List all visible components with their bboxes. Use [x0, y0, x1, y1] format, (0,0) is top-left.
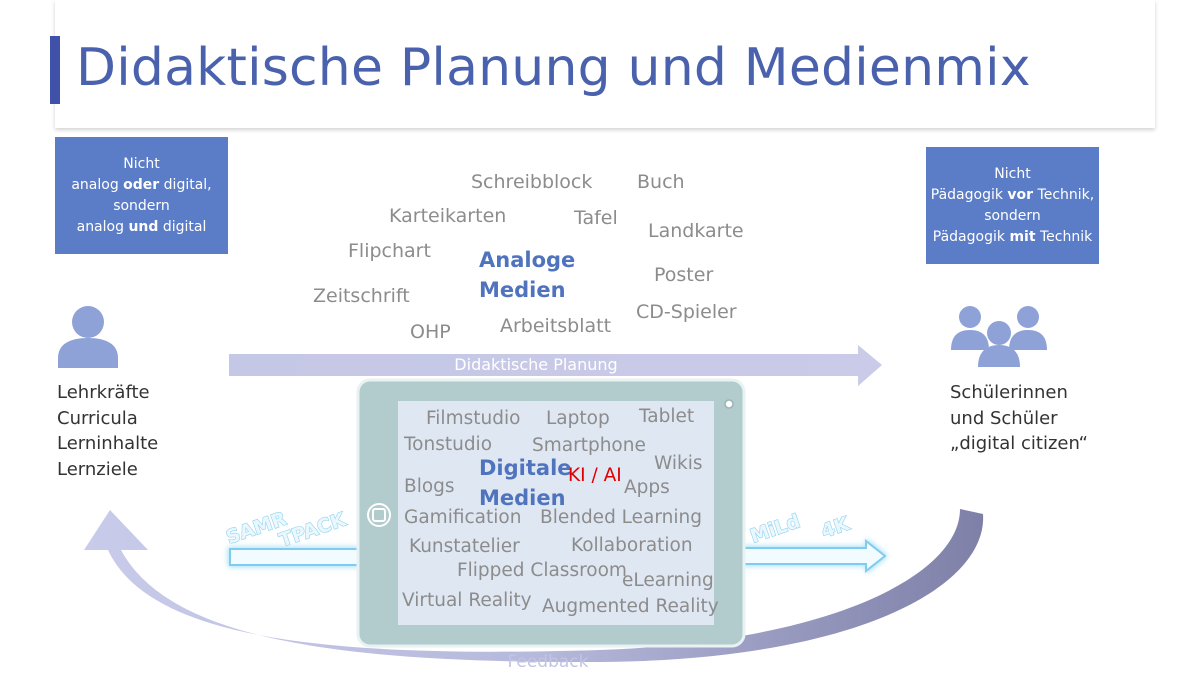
digital-word-apps: Apps	[624, 477, 670, 498]
analog-word-cd-spieler: CD-Spieler	[636, 301, 737, 323]
digital-word-tablet: Tablet	[639, 406, 695, 427]
right-box-line2: Pädagogik vor Technik,	[930, 186, 1095, 203]
mild-4k-arrow	[740, 538, 888, 574]
digital-word-augmented-reality: Augmented Reality	[542, 596, 719, 617]
right-box-line4: Pädagogik mit Technik	[932, 228, 1093, 245]
left-box-line2: analog oder digital,	[71, 176, 212, 193]
left-box-line4: analog und digital	[76, 218, 207, 235]
page-title: Didaktische Planung und Medienmix	[76, 38, 1031, 98]
analog-word-arbeitsblatt: Arbeitsblatt	[500, 315, 612, 337]
digital-word-kollaboration: Kollaboration	[571, 535, 693, 556]
tpack-label: TPACK	[276, 508, 349, 552]
samr-tpack-arrow	[228, 547, 361, 567]
mild-label: MiLd	[747, 510, 803, 547]
digital-word-tonstudio: Tonstudio	[404, 434, 493, 455]
digital-word-gamification: Gamification	[404, 507, 522, 528]
camera-icon	[724, 399, 734, 409]
analog-word-tafel: Tafel	[574, 207, 618, 229]
analog-word-landkarte: Landkarte	[648, 220, 744, 242]
feedback-label: Feedback	[508, 652, 589, 672]
digital-word-filmstudio: Filmstudio	[426, 408, 521, 429]
digital-word-smartphone: Smartphone	[532, 435, 646, 456]
digital-word-flipped-classroom: Flipped Classroom	[457, 560, 627, 581]
planning-arrow-label: Didaktische Planung	[454, 355, 617, 374]
digital-word-kunstatelier: Kunstatelier	[409, 536, 520, 557]
left-box-line3: sondern	[113, 197, 170, 214]
students-label: Schülerinnen und Schüler „digital citize…	[950, 382, 1088, 454]
analog-word-zeitschrift: Zeitschrift	[313, 285, 410, 307]
analog-word-buch: Buch	[637, 171, 685, 193]
planning-arrow	[229, 345, 882, 386]
teacher-label: Lehrkräfte Curricula Lerninhalte Lernzie…	[57, 382, 159, 480]
analog-word-flipchart: Flipchart	[348, 240, 431, 262]
ki-ai-label: KI / AI	[568, 465, 622, 486]
person-icon	[58, 306, 118, 368]
digital-word-blogs: Blogs	[404, 476, 455, 497]
left-box-line1: Nicht	[123, 155, 160, 172]
analog-word-ohp: OHP	[410, 321, 451, 343]
digital-word-laptop: Laptop	[546, 408, 610, 429]
digital-word-virtual-reality: Virtual Reality	[402, 590, 532, 611]
right-box-line3: sondern	[984, 207, 1041, 224]
fourk-label: 4K	[818, 512, 853, 542]
group-icon	[951, 306, 1047, 367]
title-accent-bar	[50, 36, 60, 104]
digital-media-heading: Digitale Medien	[479, 456, 572, 510]
analog-word-schreibblock: Schreibblock	[471, 171, 593, 193]
digital-word-wikis: Wikis	[654, 453, 703, 474]
right-info-box: Nicht Pädagogik vor Technik, sondern Päd…	[926, 147, 1099, 264]
digital-word-blended-learning: Blended Learning	[540, 507, 703, 528]
digital-word-elearning: eLearning	[622, 570, 714, 591]
home-button-icon	[367, 503, 391, 527]
right-box-line1: Nicht	[994, 165, 1031, 182]
tablet-device	[356, 378, 746, 648]
title-bar	[55, 0, 1155, 128]
analog-media-heading: Analoge Medien	[479, 248, 576, 302]
left-info-box: Nicht analog oder digital, sondern analo…	[55, 137, 228, 254]
analog-word-poster: Poster	[654, 264, 714, 286]
analog-word-karteikarten: Karteikarten	[389, 205, 507, 227]
